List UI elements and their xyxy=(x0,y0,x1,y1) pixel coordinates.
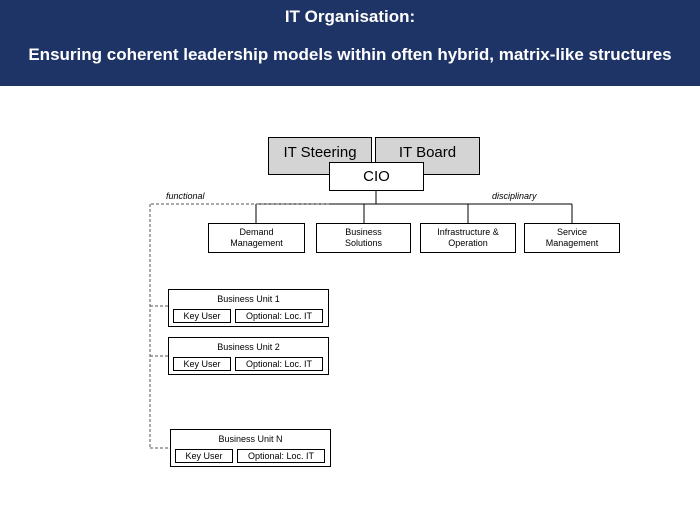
department-label: Operation xyxy=(448,238,488,248)
it-board-label: IT Board xyxy=(398,144,457,161)
department-label: Solutions xyxy=(344,238,383,248)
key-user-cell: Key User xyxy=(175,449,233,463)
disciplinary-note: disciplinary xyxy=(492,191,537,201)
business-unit-name: Business Unit 2 xyxy=(217,342,280,352)
department-label: Business xyxy=(345,227,382,237)
key-user-cell: Key User xyxy=(173,309,231,323)
optional-loc-it-cell: Optional: Loc. IT xyxy=(237,449,325,463)
optional-loc-it-cell: Optional: Loc. IT xyxy=(235,357,323,371)
functional-note: functional xyxy=(166,191,205,201)
key-user-cell: Key User xyxy=(173,357,231,371)
business-unit-name: Business Unit N xyxy=(218,434,283,444)
optional-loc-it-cell: Optional: Loc. IT xyxy=(235,309,323,323)
business-unit-name: Business Unit 1 xyxy=(217,294,280,304)
department-label: Management xyxy=(230,238,283,248)
department-label: Management xyxy=(545,238,599,248)
it-steering-label: IT Steering xyxy=(283,144,357,161)
business-unit-1: Business Unit 1 Key User Optional: Loc. … xyxy=(168,289,329,327)
department-label: Service xyxy=(556,227,587,237)
department-label: Infrastructure & xyxy=(437,227,499,237)
cio-label: CIO xyxy=(363,168,390,185)
cio-box: CIO xyxy=(329,162,424,191)
business-unit-2: Business Unit 2 Key User Optional: Loc. … xyxy=(168,337,329,375)
business-unit-n: Business Unit N Key User Optional: Loc. … xyxy=(170,429,331,467)
department-label: Demand xyxy=(239,227,274,237)
department-infrastructure-operation: Infrastructure &Operation xyxy=(420,223,516,253)
page-title: IT Organisation: xyxy=(284,7,416,26)
header-banner: IT Organisation: Ensuring coherent leade… xyxy=(0,0,700,86)
page-subtitle: Ensuring coherent leadership models with… xyxy=(28,45,672,64)
